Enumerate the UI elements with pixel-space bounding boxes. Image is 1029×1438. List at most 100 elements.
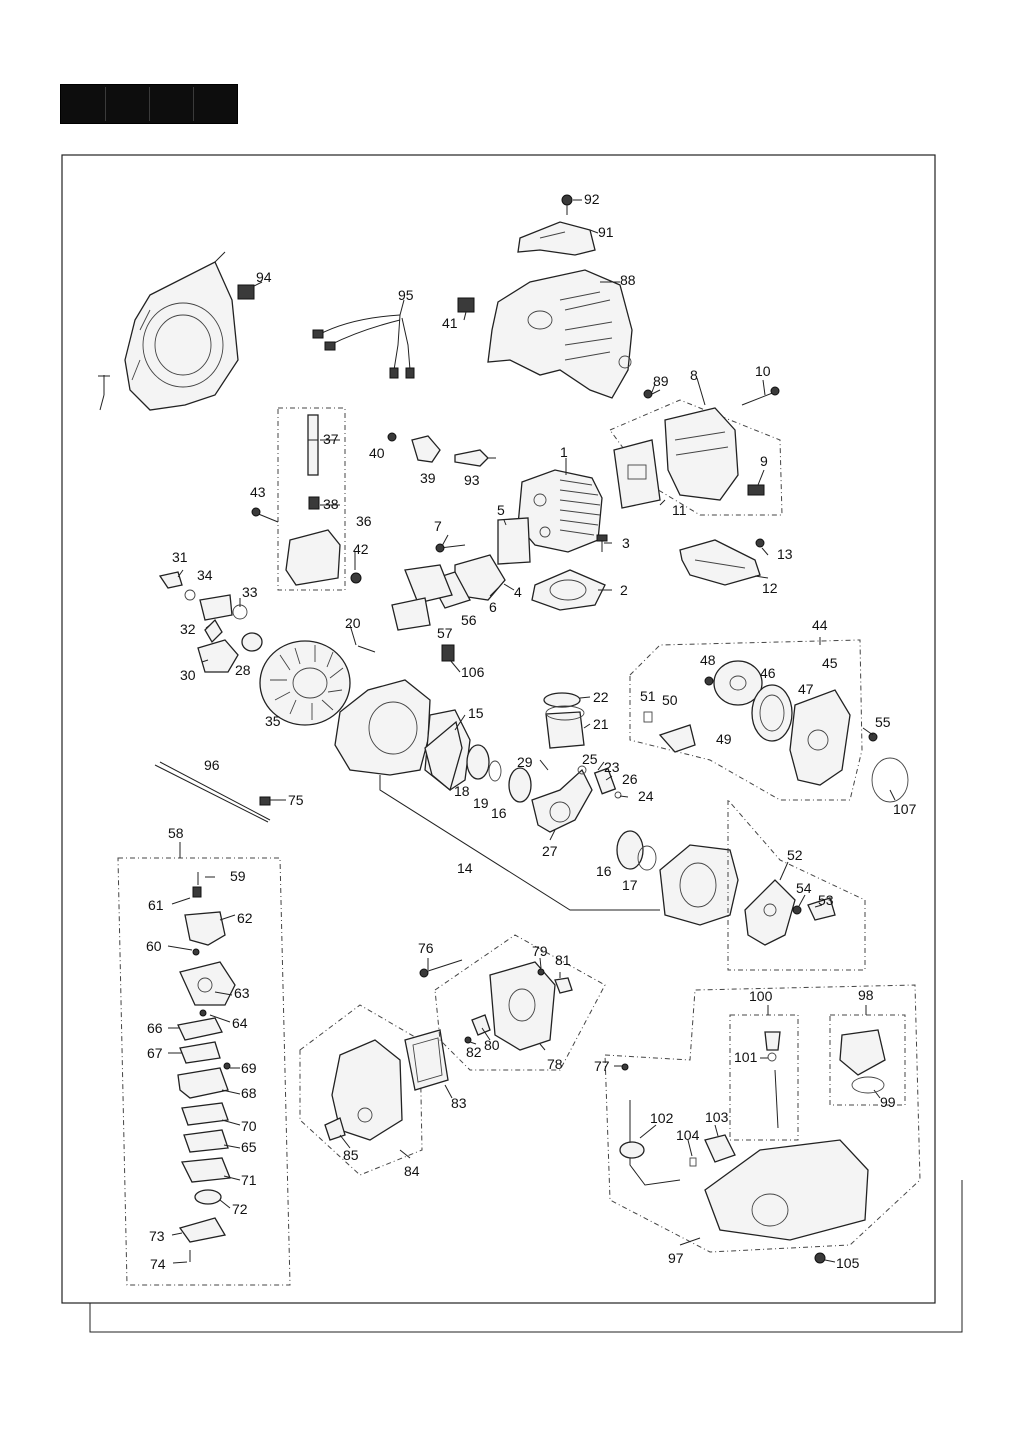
part-label-89: 89 [653, 373, 669, 389]
part-label-72: 72 [232, 1201, 248, 1217]
part-label-32: 32 [180, 621, 196, 637]
part-label-62: 62 [237, 910, 253, 926]
part-label-102: 102 [650, 1110, 674, 1126]
part-label-70: 70 [241, 1118, 257, 1134]
part-label-61: 61 [148, 897, 164, 913]
muffler-assembly [609, 386, 783, 516]
pawl-assembly [727, 798, 866, 971]
wire-harness [312, 314, 415, 379]
part-label-101: 101 [734, 1049, 758, 1065]
part-label-80: 80 [484, 1037, 500, 1053]
part-label-96: 96 [204, 757, 220, 773]
part-label-27: 27 [542, 843, 558, 859]
part-labels: 92 91 88 94 95 41 89 8 10 9 11 1 37 40 3… [146, 191, 917, 1272]
part-label-42: 42 [353, 541, 369, 557]
part-label-59: 59 [230, 868, 246, 884]
part-label-25: 25 [582, 751, 598, 767]
part-label-83: 83 [451, 1095, 467, 1111]
part-label-10: 10 [755, 363, 771, 379]
part-label-64: 64 [232, 1015, 248, 1031]
bracket-15 [424, 720, 463, 792]
part-label-66: 66 [147, 1020, 163, 1036]
spark-plug-boot-41 [457, 297, 475, 313]
part-label-48: 48 [700, 652, 716, 668]
part-label-79: 79 [532, 943, 548, 959]
part-label-8: 8 [690, 367, 698, 383]
starter-assembly [629, 639, 909, 803]
intake-parts [391, 517, 531, 662]
part-label-76: 76 [418, 940, 434, 956]
part-label-26: 26 [622, 771, 638, 787]
part-label-63: 63 [234, 985, 250, 1001]
part-label-50: 50 [662, 692, 678, 708]
air-cleaner [299, 934, 629, 1176]
part-label-24: 24 [638, 788, 654, 804]
part-label-35: 35 [265, 713, 281, 729]
part-label-100: 100 [749, 988, 773, 1004]
part-label-53: 53 [818, 892, 834, 908]
part-label-104: 104 [676, 1127, 700, 1143]
part-label-94: 94 [256, 269, 272, 285]
spark-plug [387, 432, 496, 467]
part-label-46: 46 [760, 665, 776, 681]
part-label-74: 74 [150, 1256, 166, 1272]
part-label-67: 67 [147, 1045, 163, 1061]
part-label-88: 88 [620, 272, 636, 288]
part-label-34: 34 [197, 567, 213, 583]
part-label-31: 31 [172, 549, 188, 565]
part-label-39: 39 [420, 470, 436, 486]
part-label-58: 58 [168, 825, 184, 841]
part-label-22: 22 [593, 689, 609, 705]
part-label-33: 33 [242, 584, 258, 600]
frame-offset [89, 1180, 963, 1333]
throttle-cable [154, 761, 271, 823]
ignition-coil [251, 407, 362, 591]
part-label-14: 14 [457, 860, 473, 876]
part-label-20: 20 [345, 615, 361, 631]
part-label-68: 68 [241, 1085, 257, 1101]
part-label-7: 7 [434, 518, 442, 534]
part-label-92: 92 [584, 191, 600, 207]
part-label-2: 2 [620, 582, 628, 598]
cylinder [517, 469, 608, 611]
part-label-69: 69 [241, 1060, 257, 1076]
part-label-40: 40 [369, 445, 385, 461]
leader-lines [167, 199, 896, 1264]
part-label-107: 107 [893, 801, 917, 817]
part-label-106: 106 [461, 664, 485, 680]
part-label-54: 54 [796, 880, 812, 896]
part-label-3: 3 [622, 535, 630, 551]
part-label-78: 78 [547, 1056, 563, 1072]
part-label-73: 73 [149, 1228, 165, 1244]
starter-housing [98, 251, 255, 411]
part-label-38: 38 [323, 496, 339, 512]
diagram-frame [61, 154, 936, 1304]
part-label-29: 29 [517, 754, 533, 770]
part-label-36: 36 [356, 513, 372, 529]
part-label-11: 11 [672, 502, 687, 518]
part-label-97: 97 [668, 1250, 684, 1266]
part-label-93: 93 [464, 472, 480, 488]
part-label-23: 23 [604, 759, 620, 775]
part-label-6: 6 [489, 599, 497, 615]
part-label-16b: 16 [596, 863, 612, 879]
part-label-19: 19 [473, 795, 489, 811]
part-label-1: 1 [560, 444, 568, 460]
header-bar [60, 84, 238, 124]
part-label-17: 17 [622, 877, 638, 893]
part-label-60: 60 [146, 938, 162, 954]
part-label-57: 57 [437, 625, 453, 641]
fuel-tank-assembly [604, 984, 921, 1264]
part-label-45: 45 [822, 655, 838, 671]
part-label-56: 56 [461, 612, 477, 628]
part-label-21: 21 [593, 716, 609, 732]
part-label-71: 71 [241, 1172, 257, 1188]
part-label-85: 85 [343, 1147, 359, 1163]
part-label-12: 12 [762, 580, 778, 596]
clutch-assembly [158, 571, 263, 673]
part-label-95: 95 [398, 287, 414, 303]
part-label-51: 51 [640, 688, 656, 704]
part-label-47: 47 [798, 681, 814, 697]
part-label-18: 18 [454, 783, 470, 799]
